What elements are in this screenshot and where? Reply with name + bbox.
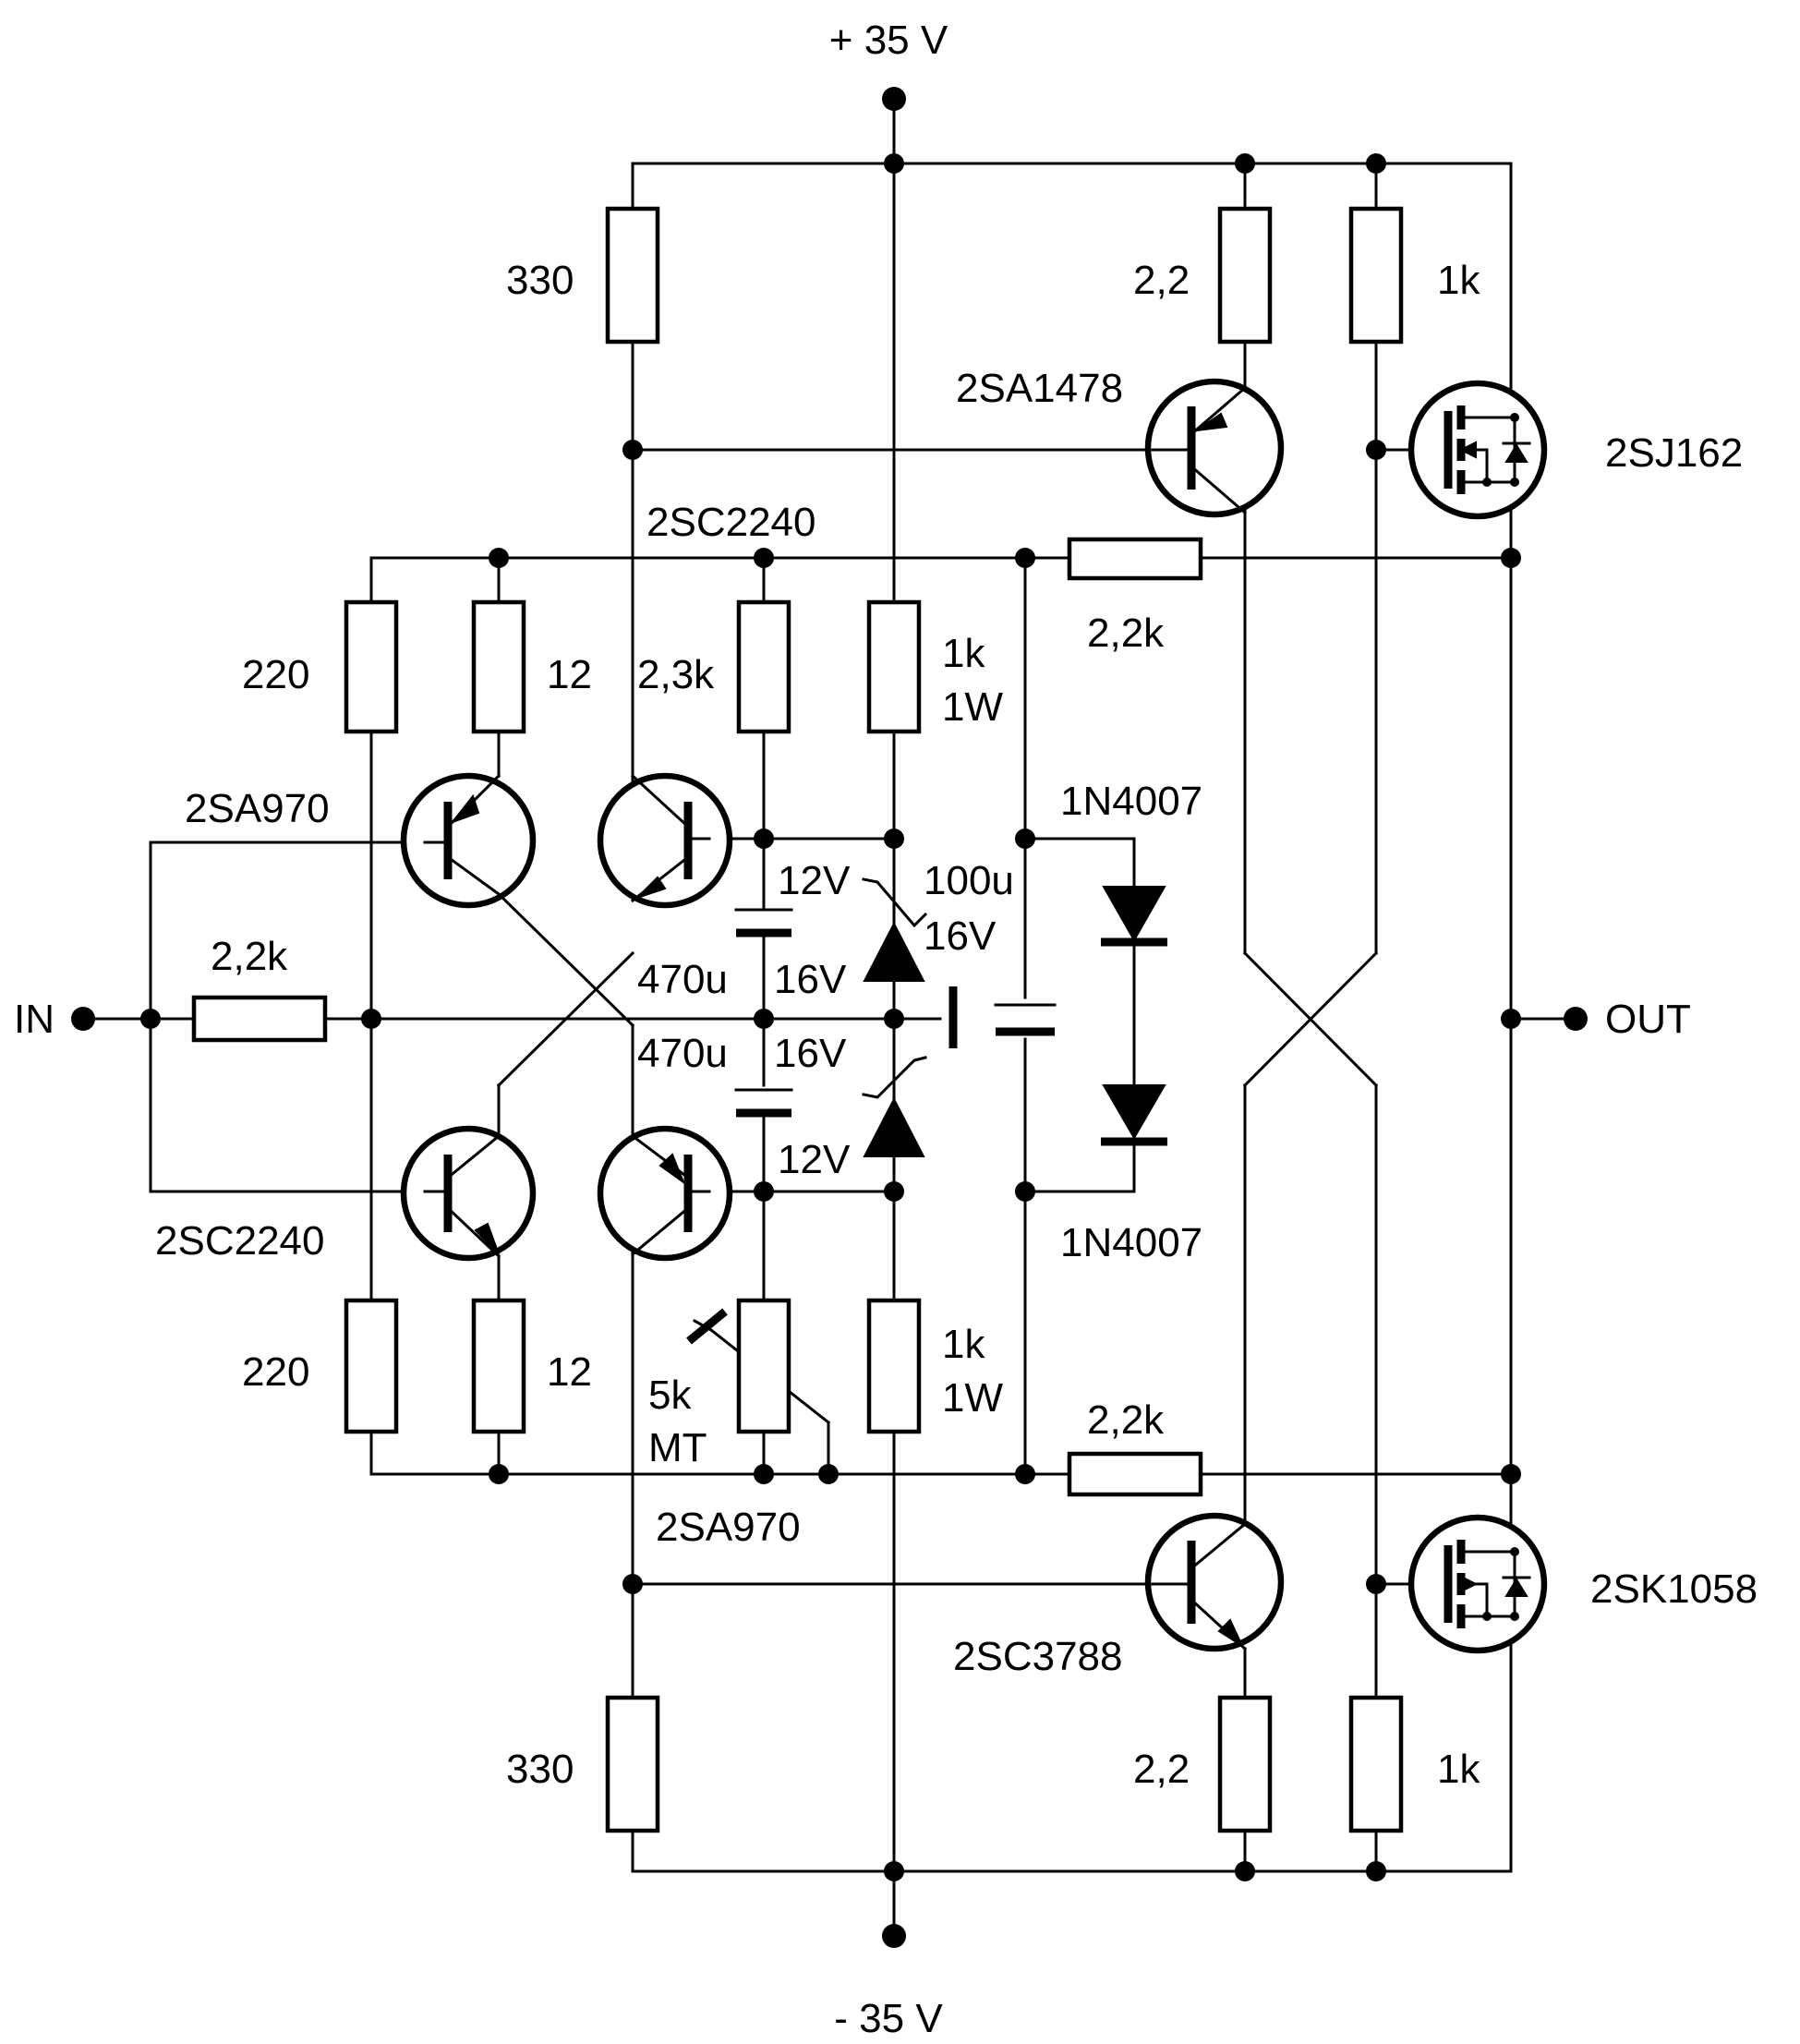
zener-bottom-label: 12V [778, 1137, 851, 1182]
resistor-bias-2-3k [736, 599, 791, 734]
resistor-top-2-2 [1217, 206, 1273, 345]
resistor-zener-bot-1k [866, 1298, 922, 1434]
trimmer-5k[interactable] [736, 1298, 791, 1434]
capacitor-bottom-voltage-label: 16V [774, 1031, 847, 1076]
resistor-feedback-top-label: 2,2k [1087, 611, 1165, 656]
resistor-vas-bot-12 [471, 1298, 526, 1434]
junctions [140, 87, 1521, 1948]
transistor-mid-top [597, 772, 733, 909]
resistor-zener-top-1k-label: 1k [942, 631, 985, 676]
trimmer-type-label: MT [648, 1425, 707, 1470]
capacitor-middle-value-label: 100u [924, 858, 1014, 903]
resistor-zener-top-1w-label: 1W [942, 684, 1003, 730]
resistor-bot-1k [1348, 1695, 1404, 1833]
capacitor-bottom [734, 1017, 793, 1133]
resistor-vas-top-12-label: 12 [547, 652, 592, 697]
resistor-vas-top-220 [344, 599, 399, 734]
resistor-top-2-2-label: 2,2 [1133, 258, 1190, 303]
resistor-vas-bot-220-label: 220 [242, 1349, 309, 1395]
transistor-mid-bottom [597, 1125, 733, 1262]
capacitor-top [734, 908, 793, 981]
zener-top-label: 12V [778, 858, 851, 903]
capacitor-middle-voltage-label: 16V [924, 913, 997, 959]
diode-bottom-label: 1N4007 [1060, 1220, 1202, 1265]
transistor-mid-top-label: 2SC2240 [646, 500, 815, 545]
transistor-driver-bottom-label: 2SC3788 [953, 1634, 1122, 1679]
mosfet-bottom [1411, 1518, 1544, 1651]
transistor-input-top [400, 772, 537, 909]
capacitor-bottom-value-label: 470u [637, 1031, 728, 1076]
resistor-bot-330 [605, 1695, 660, 1833]
input-label: IN [14, 997, 54, 1042]
capacitor-top-value-label: 470u [637, 957, 728, 1002]
diode-top [1101, 886, 1167, 947]
resistor-bias-2-3k-label: 2,3k [637, 652, 715, 697]
resistor-feedback-bot-label: 2,2k [1087, 1397, 1165, 1443]
resistor-input-label: 2,2k [211, 934, 288, 979]
diode-bottom [1101, 1084, 1167, 1146]
output-terminal[interactable] [1564, 1007, 1588, 1031]
trimmer-arrow-icon [686, 1308, 728, 1345]
mosfet-top-label: 2SJ162 [1605, 430, 1743, 476]
resistor-top-330-label: 330 [506, 258, 574, 303]
mosfet-top [1411, 383, 1544, 516]
mosfet-bottom-label: 2SK1058 [1590, 1566, 1758, 1612]
negative-supply-label: - 35 V [834, 1996, 943, 2041]
resistor-input [191, 995, 328, 1043]
output-label: OUT [1605, 997, 1691, 1042]
transistor-driver-top [1144, 378, 1285, 518]
resistor-vas-bot-12-label: 12 [547, 1349, 592, 1395]
transistor-input-bottom [400, 1125, 537, 1262]
resistor-bot-2-2 [1217, 1695, 1273, 1833]
transistor-input-bottom-label: 2SC2240 [155, 1218, 324, 1264]
transistor-input-top-label: 2SA970 [185, 786, 330, 831]
transistor-mid-bottom-label: 2SA970 [656, 1505, 801, 1550]
diode-top-label: 1N4007 [1060, 779, 1202, 824]
resistor-top-1k [1348, 206, 1404, 345]
zener-bottom [862, 1056, 927, 1157]
transistor-driver-top-label: 2SA1478 [956, 366, 1123, 411]
resistor-vas-bot-220 [344, 1298, 399, 1434]
capacitor-middle [948, 986, 1057, 1048]
resistor-feedback-top [1067, 537, 1203, 581]
input-terminal[interactable] [71, 1007, 95, 1031]
zener-top [862, 837, 928, 982]
resistor-bot-330-label: 330 [506, 1747, 574, 1792]
resistor-vas-top-220-label: 220 [242, 652, 309, 697]
transistor-driver-bottom [1144, 1512, 1285, 1652]
positive-supply-label: + 35 V [829, 18, 948, 63]
resistor-zener-bot-1w-label: 1W [942, 1375, 1003, 1421]
resistor-feedback-bot [1067, 1451, 1203, 1497]
resistor-bot-2-2-label: 2,2 [1133, 1747, 1190, 1792]
capacitor-top-voltage-label: 16V [774, 957, 847, 1002]
trimmer-value-label: 5k [648, 1373, 692, 1418]
resistor-bot-1k-label: 1k [1437, 1747, 1480, 1792]
resistor-vas-top-12 [471, 599, 526, 734]
resistor-zener-bot-1k-label: 1k [942, 1322, 985, 1367]
resistor-top-330 [605, 206, 660, 345]
resistor-zener-top-1k [866, 599, 922, 734]
resistor-top-1k-label: 1k [1437, 258, 1480, 303]
